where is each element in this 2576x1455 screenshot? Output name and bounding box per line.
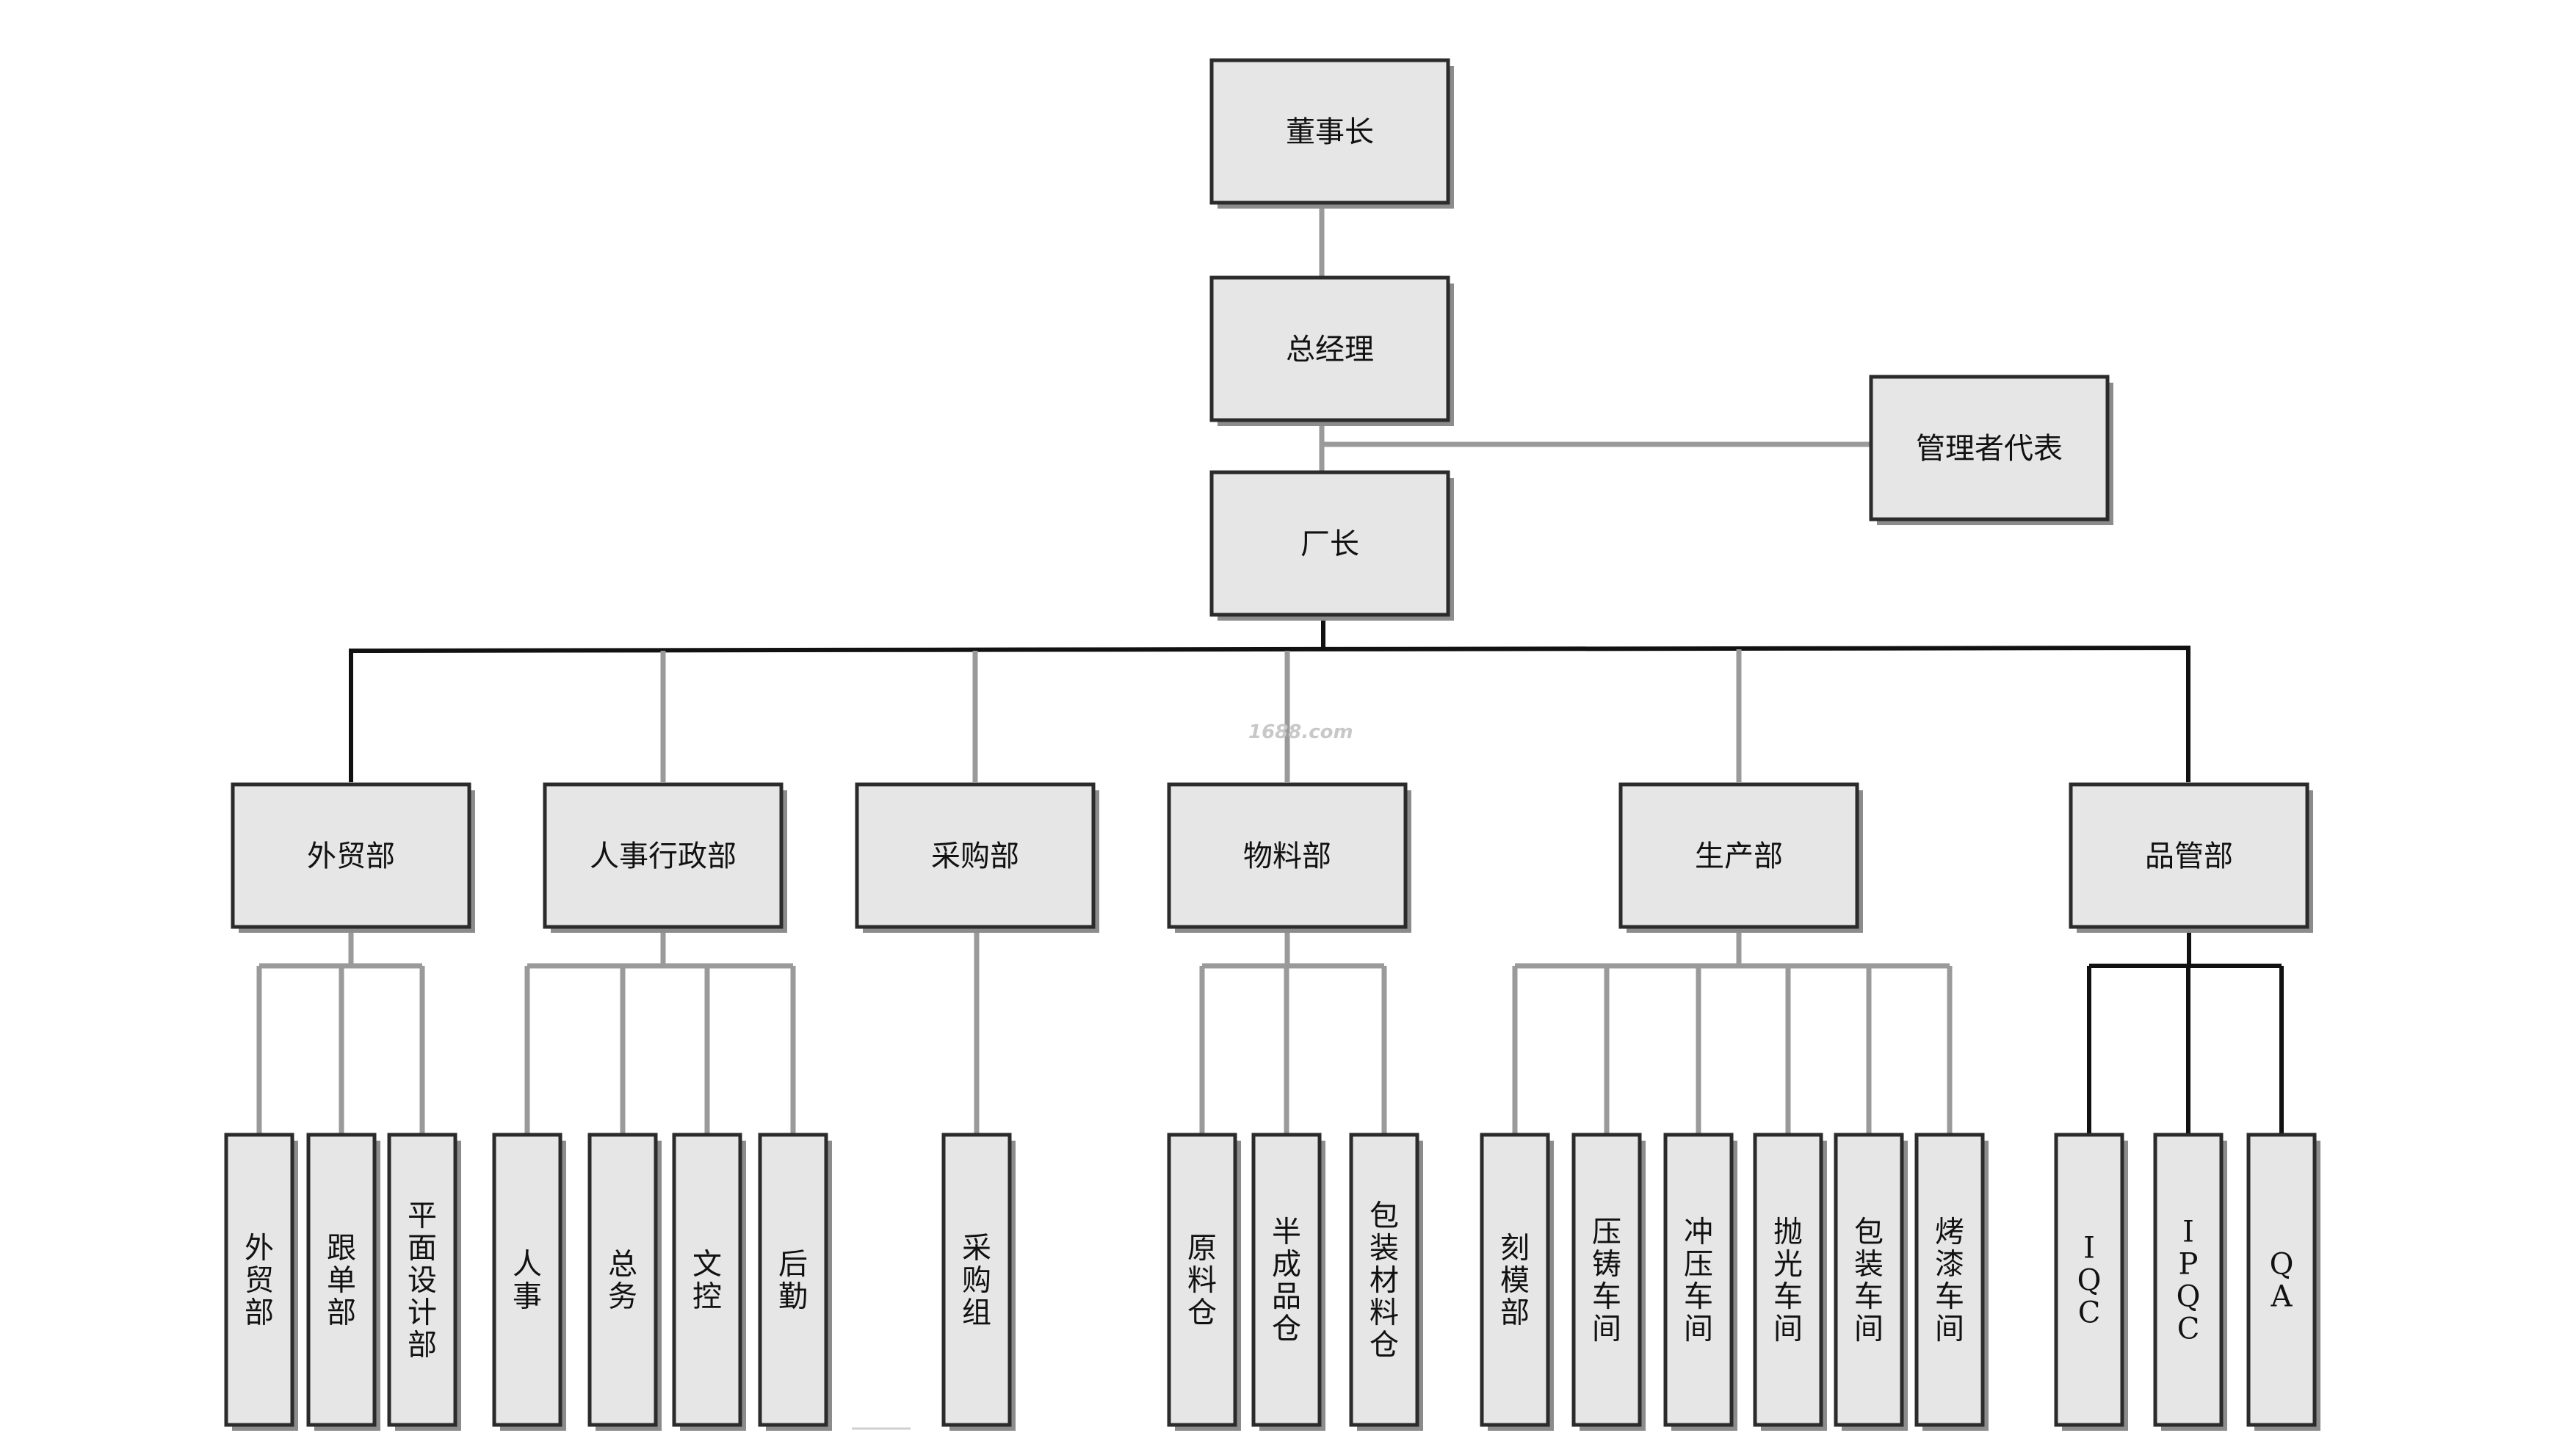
hr-admin-sub-label-0: 人事 (513, 1248, 542, 1314)
production-sub-label-4: 包装车间 (1854, 1216, 1884, 1346)
foreign-trade-sub-box-1: 跟单部 (306, 1133, 380, 1431)
production-sub-box-2-rect (1663, 1133, 1734, 1427)
hr-admin-sub-label-3: 后勤 (778, 1248, 808, 1314)
production-sub-box-5-rect (1914, 1133, 1985, 1427)
quality-control-sub-box-2-rect (2246, 1133, 2317, 1427)
quality-control-dept-box-rect (2069, 782, 2309, 929)
materials-dept-box-rect (1167, 782, 1408, 929)
general-manager-box: 总经理 (1209, 275, 1454, 426)
materials-dept-label: 物料部 (1243, 840, 1331, 873)
foreign-trade-sub-box-0-rect (224, 1133, 294, 1427)
production-dept-box-rect (1618, 782, 1859, 929)
materials-sub-label-1: 半成品仓 (1272, 1216, 1301, 1346)
foreign-trade-dept-box-rect (231, 782, 471, 929)
production-dept-label: 生产部 (1695, 840, 1783, 873)
management-representative-box-rect (1869, 375, 2110, 521)
production-sub-label-0: 刻模部 (1500, 1232, 1530, 1330)
management-representative-box-label: 管理者代表 (1916, 432, 2063, 466)
department-boxes: 外贸部 人事行政部 采购部 物料部 生产部 品管部 (231, 782, 2313, 933)
quality-control-dept-label: 品管部 (2145, 840, 2233, 873)
foreign-trade-sub-label-0: 外贸部 (245, 1232, 274, 1330)
connector-lines (256, 204, 2284, 1135)
foreign-trade-dept-box: 外贸部 (231, 782, 475, 933)
materials-sub-box-0: 原料仓 (1167, 1133, 1241, 1431)
quality-control-dept-box: 品管部 (2069, 782, 2313, 933)
production-sub-box-4-rect (1834, 1133, 1904, 1427)
hr-admin-sub-box-1: 总务 (587, 1133, 662, 1431)
general-manager-box-label: 总经理 (1286, 333, 1374, 367)
hr-admin-sub-box-2: 文控 (672, 1133, 746, 1431)
general-manager-box-rect (1209, 275, 1450, 422)
plant-manager-box-rect (1209, 470, 1450, 617)
quality-control-sub-box-0-rect (2054, 1133, 2124, 1427)
production-sub-box-0-rect (1480, 1133, 1550, 1427)
production-sub-label-1: 压铸车间 (1592, 1216, 1621, 1346)
foreign-trade-sub-label-1: 跟单部 (327, 1232, 356, 1330)
quality-control-sub-box-1-rect (2153, 1133, 2224, 1427)
production-sub-box-1-rect (1571, 1133, 1642, 1427)
foreign-trade-sub-box-0: 外贸部 (224, 1133, 298, 1431)
materials-sub-box-2: 包装材料仓 (1349, 1133, 1423, 1431)
production-sub-box-3: 抛光车间 (1753, 1133, 1827, 1431)
production-sub-label-2: 冲压车间 (1684, 1216, 1713, 1346)
production-sub-box-2: 冲压车间 (1663, 1133, 1737, 1431)
production-sub-box-4: 包装车间 (1834, 1133, 1908, 1431)
chairman-box: 董事长 (1209, 58, 1454, 209)
materials-sub-label-2: 包装材料仓 (1370, 1199, 1399, 1362)
management-representative-box: 管理者代表 (1869, 375, 2113, 525)
materials-sub-box-2-rect (1349, 1133, 1419, 1427)
hr-admin-sub-label-1: 总务 (608, 1248, 637, 1314)
foreign-trade-sub-box-1-rect (306, 1133, 377, 1427)
materials-sub-label-0: 原料仓 (1187, 1232, 1217, 1330)
hr-admin-sub-label-2: 文控 (692, 1248, 722, 1314)
materials-sub-box-1-rect (1251, 1133, 1322, 1427)
chairman-box-rect (1209, 58, 1450, 205)
purchasing-sub-box-0: 采购组 (941, 1133, 1016, 1431)
purchasing-dept-label: 采购部 (931, 840, 1019, 873)
purchasing-dept-box: 采购部 (855, 782, 1099, 933)
production-sub-box-3-rect (1753, 1133, 1823, 1427)
hr-admin-sub-box-3-rect (758, 1133, 828, 1427)
foreign-trade-dept-label: 外贸部 (307, 840, 395, 873)
foreign-trade-sub-box-2: 平面设计部 (387, 1133, 461, 1431)
hr-admin-sub-box-3: 后勤 (758, 1133, 832, 1431)
production-sub-box-0: 刻模部 (1480, 1133, 1554, 1431)
hr-admin-sub-box-2-rect (672, 1133, 742, 1427)
hr-admin-dept-box-rect (543, 782, 784, 929)
production-sub-label-3: 抛光车间 (1773, 1216, 1803, 1346)
purchasing-sub-label-0: 采购组 (962, 1232, 991, 1330)
hr-admin-sub-box-0-rect (492, 1133, 562, 1427)
foreign-trade-sub-label-2: 平面设计部 (408, 1199, 437, 1362)
foreign-trade-sub-box-2-rect (387, 1133, 457, 1427)
hr-admin-dept-label: 人事行政部 (590, 840, 737, 873)
materials-dept-box: 物料部 (1167, 782, 1411, 933)
production-sub-box-1: 压铸车间 (1571, 1133, 1646, 1431)
production-sub-label-5: 烤漆车间 (1935, 1216, 1964, 1346)
production-dept-box: 生产部 (1618, 782, 1863, 933)
materials-sub-box-0-rect (1167, 1133, 1237, 1427)
plant-manager-box-label: 厂长 (1300, 527, 1359, 561)
chairman-box-label: 董事长 (1286, 115, 1374, 149)
hr-admin-dept-box: 人事行政部 (543, 782, 787, 933)
hr-admin-sub-box-1-rect (587, 1133, 658, 1427)
watermark-text: 1688.com (1248, 721, 1353, 743)
production-sub-box-5: 烤漆车间 (1914, 1133, 1989, 1431)
hr-admin-sub-box-0: 人事 (492, 1133, 566, 1431)
plant-manager-box: 厂长 (1209, 470, 1454, 621)
materials-sub-box-1: 半成品仓 (1251, 1133, 1325, 1431)
purchasing-dept-box-rect (855, 782, 1096, 929)
purchasing-sub-box-0-rect (941, 1133, 1012, 1427)
